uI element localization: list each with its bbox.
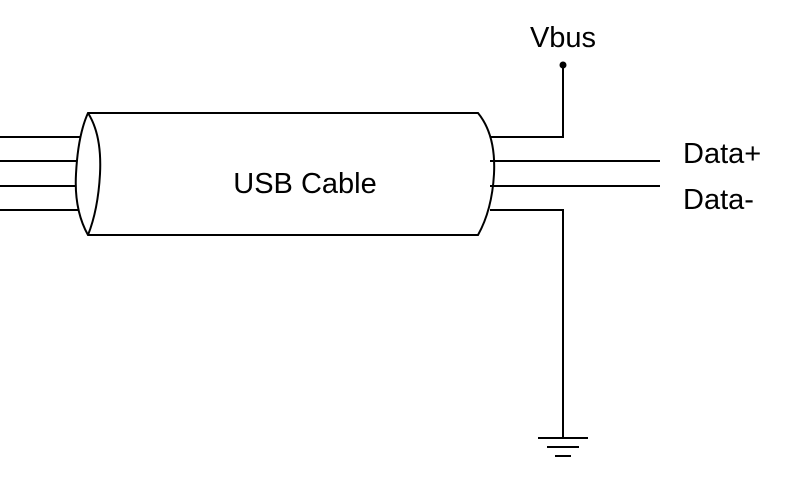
cable-body: USB Cable xyxy=(74,112,496,236)
cable-label: USB Cable xyxy=(233,168,376,200)
data-plus-label: Data+ xyxy=(683,138,761,170)
output-wires xyxy=(490,61,660,437)
ground-wire xyxy=(490,209,564,437)
cable-cylinder xyxy=(74,112,496,236)
vbus-wire xyxy=(490,66,564,138)
vbus-terminal-dot xyxy=(559,61,567,69)
input-wires xyxy=(0,136,88,211)
vbus-label: Vbus xyxy=(530,22,596,54)
data-minus-label: Data- xyxy=(683,184,754,216)
cable-left-rim xyxy=(87,112,102,236)
ground-symbol-icon xyxy=(538,437,588,457)
